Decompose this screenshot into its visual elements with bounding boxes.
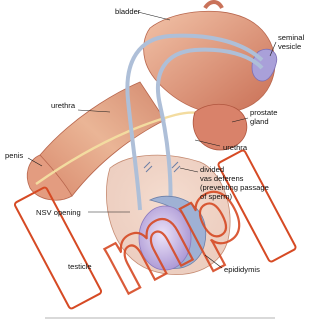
label-divided-4: of sperm) <box>200 192 233 201</box>
label-seminal-vesicle-1: seminal <box>278 33 304 42</box>
label-urethra-left: urethra <box>51 101 76 110</box>
label-testicle: testicle <box>68 262 92 271</box>
label-urethra-right: urethra <box>223 143 248 152</box>
bladder-top-tube <box>205 2 222 8</box>
label-divided-3: (preventing passage <box>200 183 269 192</box>
label-seminal-vesicle-2: vesicle <box>278 42 301 51</box>
watermark-frame <box>14 187 102 310</box>
label-penis: penis <box>5 151 23 160</box>
label-epididymis: epididymis <box>224 265 260 274</box>
label-prostate-2: gland <box>250 117 269 126</box>
label-nsv-opening: NSV opening <box>36 208 81 217</box>
label-bladder: bladder <box>115 7 141 16</box>
label-prostate-1: prostate <box>250 108 277 117</box>
label-divided-2: vas deferens <box>200 174 244 183</box>
label-divided-1: divided <box>200 165 224 174</box>
leader-bladder <box>138 12 170 20</box>
